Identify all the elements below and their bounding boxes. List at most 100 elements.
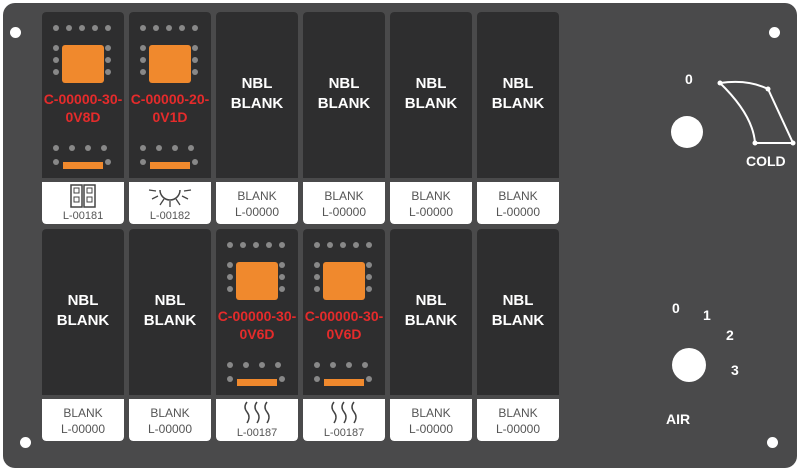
indicator-dot bbox=[253, 242, 259, 248]
indicator-dot bbox=[259, 362, 265, 368]
label-blank-text: BLANK bbox=[63, 406, 103, 420]
screw-top-left bbox=[10, 27, 21, 38]
indicator-dot bbox=[105, 25, 111, 31]
rocker-switch[interactable]: C-00000-30-0V6D L-00187 bbox=[216, 229, 298, 441]
label-blank-text: BLANK bbox=[150, 406, 190, 420]
indicator-dot bbox=[314, 274, 320, 280]
temp-position-0: 0 bbox=[685, 71, 693, 87]
indicator-dot bbox=[140, 159, 146, 165]
indicator-dot bbox=[192, 45, 198, 51]
indicator-dot bbox=[192, 57, 198, 63]
indicator-dot bbox=[366, 262, 372, 268]
indicator-dot bbox=[362, 362, 368, 368]
indicator-dot bbox=[69, 145, 75, 151]
indicator-dot bbox=[140, 69, 146, 75]
switch-face[interactable]: C-00000-30-0V6D bbox=[303, 229, 385, 395]
indicator-dot bbox=[227, 242, 233, 248]
indicator-bar bbox=[63, 162, 103, 169]
indicator-dot bbox=[314, 262, 320, 268]
air-position-2: 2 bbox=[726, 327, 734, 343]
indicator-dot bbox=[279, 286, 285, 292]
switch-face[interactable]: C-00000-30-0V8D bbox=[42, 12, 124, 178]
air-position-1: 1 bbox=[703, 307, 711, 323]
indicator-dot bbox=[275, 362, 281, 368]
heat-waves-icon bbox=[303, 401, 385, 430]
label-blank-text: BLANK bbox=[411, 406, 451, 420]
indicator-dot bbox=[266, 242, 272, 248]
indicator-bar bbox=[237, 379, 277, 386]
indicator-light bbox=[323, 262, 365, 300]
indicator-dot bbox=[53, 145, 59, 151]
indicator-dot bbox=[192, 25, 198, 31]
indicator-dot bbox=[85, 145, 91, 151]
temperature-knob[interactable] bbox=[671, 116, 703, 148]
indicator-dot bbox=[279, 242, 285, 248]
indicator-dot bbox=[314, 362, 320, 368]
air-knob[interactable] bbox=[672, 348, 706, 382]
indicator-light bbox=[236, 262, 278, 300]
label-blank-text: BLANK bbox=[411, 189, 451, 203]
slot-label: L-00182 bbox=[129, 182, 211, 224]
indicator-dot bbox=[153, 25, 159, 31]
indicator-dot bbox=[53, 45, 59, 51]
indicator-dot bbox=[53, 69, 59, 75]
label-blank-text: BLANK bbox=[237, 189, 277, 203]
indicator-dot bbox=[53, 57, 59, 63]
label-code: L-00187 bbox=[236, 427, 278, 439]
rocker-switch[interactable]: C-00000-30-0V8D L-00181 bbox=[42, 12, 124, 224]
indicator-dot bbox=[53, 25, 59, 31]
slot-label: L-00187 bbox=[303, 399, 385, 441]
indicator-dot bbox=[156, 145, 162, 151]
air-position-0: 0 bbox=[672, 300, 680, 316]
cold-range-wedge-icon bbox=[717, 80, 796, 146]
switch-face[interactable]: C-00000-20-0V1D bbox=[129, 12, 211, 178]
indicator-dot bbox=[172, 145, 178, 151]
indicator-dot bbox=[66, 25, 72, 31]
label-code: L-00181 bbox=[62, 210, 104, 222]
indicator-dot bbox=[279, 376, 285, 382]
switch-face[interactable]: C-00000-30-0V6D bbox=[216, 229, 298, 395]
label-code: L-00000 bbox=[234, 205, 280, 219]
indicator-light bbox=[62, 45, 104, 83]
switch-part-code: C-00000-20-0V1D bbox=[130, 91, 210, 125]
indicator-dot bbox=[366, 376, 372, 382]
indicator-dot bbox=[243, 362, 249, 368]
indicator-dot bbox=[105, 159, 111, 165]
temp-cold-label: COLD bbox=[746, 153, 786, 169]
rocker-switch[interactable]: C-00000-20-0V1D L-00182 bbox=[129, 12, 211, 224]
label-code: L-00000 bbox=[147, 422, 193, 436]
indicator-dot bbox=[366, 242, 372, 248]
label-blank-text: BLANK bbox=[324, 189, 364, 203]
indicator-dot bbox=[340, 242, 346, 248]
indicator-dot bbox=[192, 69, 198, 75]
indicator-dot bbox=[240, 242, 246, 248]
indicator-dot bbox=[330, 362, 336, 368]
indicator-dot bbox=[227, 376, 233, 382]
slot-label: L-00187 bbox=[216, 399, 298, 441]
heat-waves-icon bbox=[216, 401, 298, 430]
indicator-dot bbox=[166, 25, 172, 31]
control-panel: C-00000-30-0V8D L-00181 C-00000-20-0V1D L-0… bbox=[3, 3, 797, 468]
indicator-dot bbox=[105, 45, 111, 51]
indicator-dot bbox=[192, 159, 198, 165]
